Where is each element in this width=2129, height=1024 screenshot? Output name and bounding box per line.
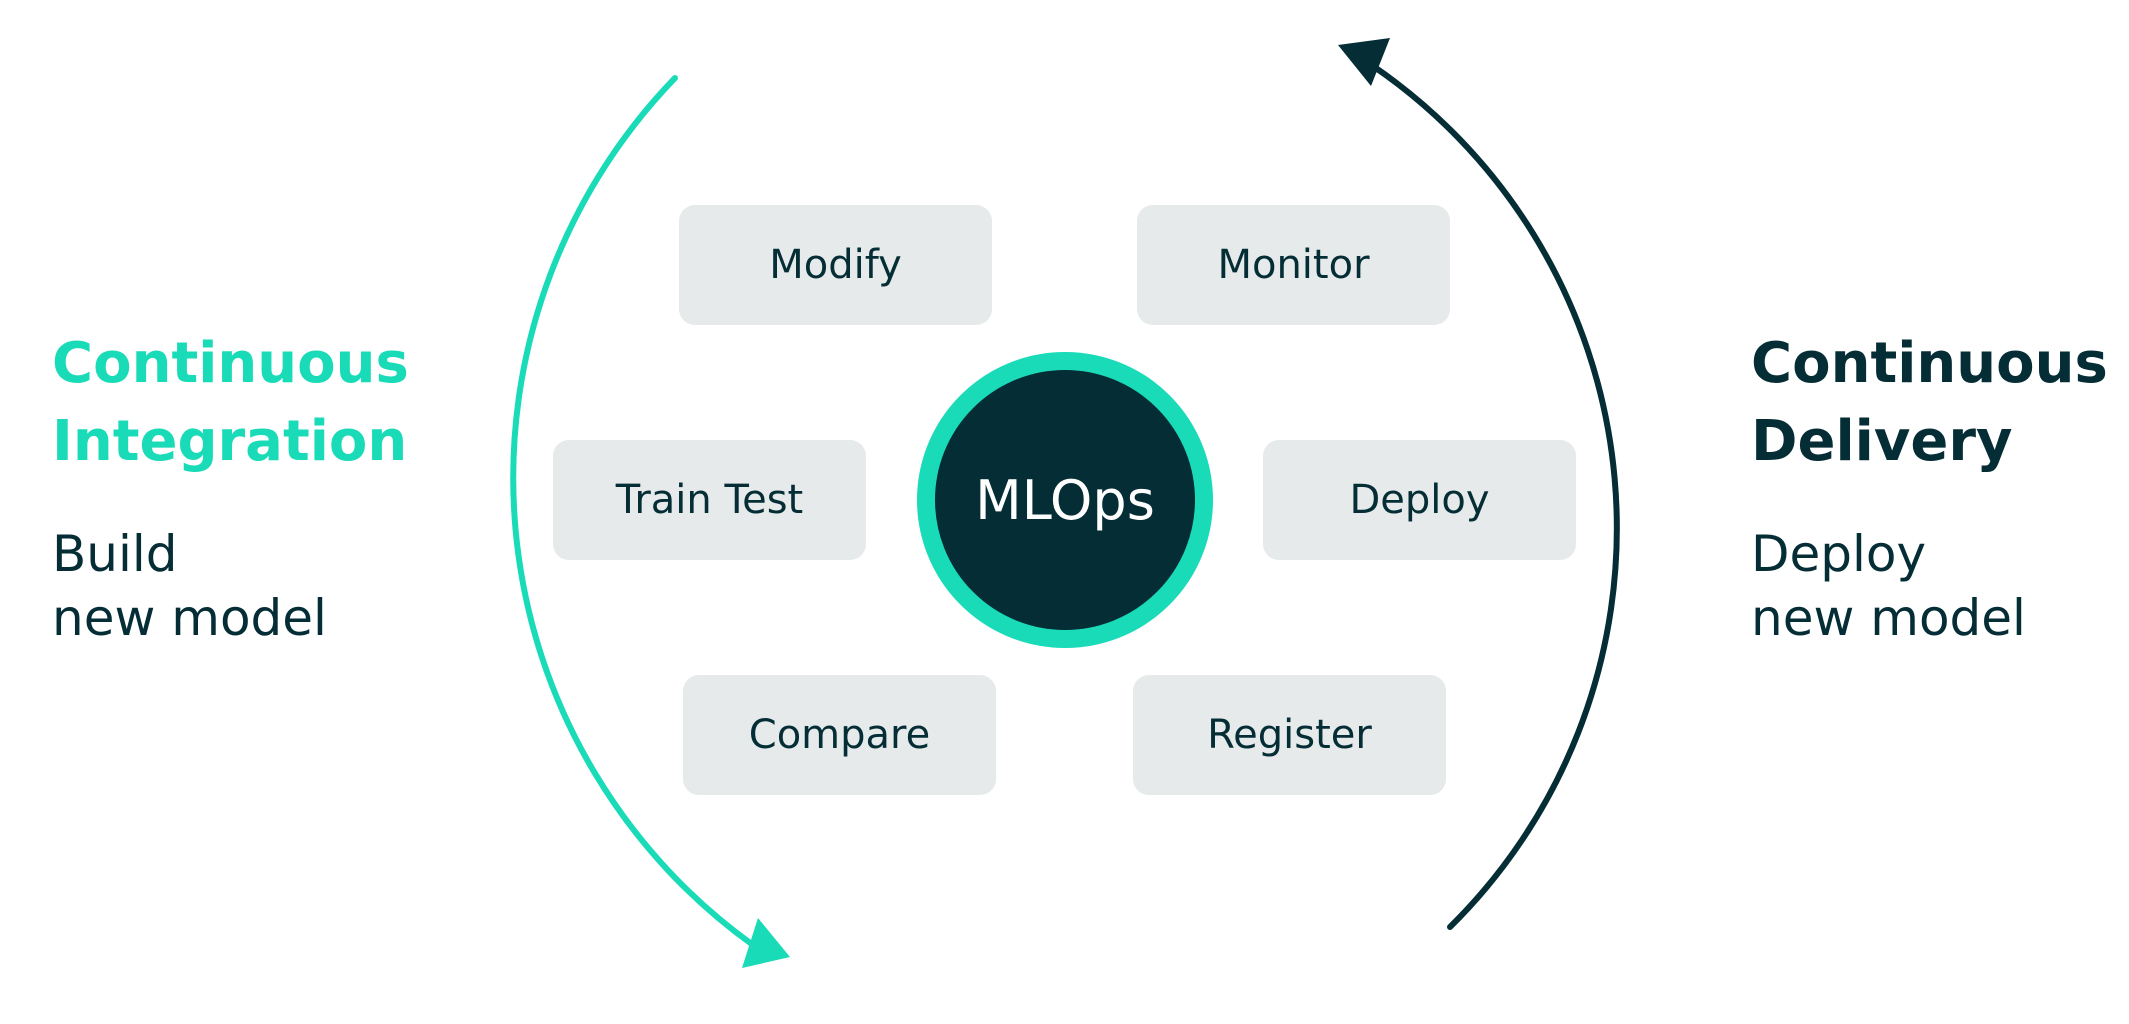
ci-title-line1: Continuous	[52, 331, 409, 396]
ci-sub-line1: Build	[52, 525, 178, 583]
step-compare: Compare	[683, 675, 996, 795]
step-train-test: Train Test	[553, 440, 866, 560]
step-register: Register	[1133, 675, 1446, 795]
ci-sub-line2: new model	[52, 589, 327, 647]
ci-subtitle: Build new model	[52, 522, 327, 650]
step-compare-label: Compare	[748, 712, 931, 758]
ci-arrowhead	[742, 918, 790, 968]
cd-title-line1: Continuous	[1751, 331, 2108, 396]
step-modify-label: Modify	[769, 242, 902, 288]
step-register-label: Register	[1207, 712, 1372, 758]
ci-arc-arrow	[510, 75, 756, 948]
cd-title-line2: Delivery	[1751, 409, 2013, 474]
step-modify: Modify	[679, 205, 992, 325]
cd-sub-line2: new model	[1751, 589, 2026, 647]
ci-title: Continuous Integration	[52, 325, 409, 481]
mlops-hub-circle: MLOps	[917, 352, 1213, 648]
cd-sub-line1: Deploy	[1751, 525, 1927, 583]
cd-arrowhead	[1338, 38, 1390, 86]
cd-title: Continuous Delivery	[1751, 325, 2108, 481]
step-monitor-label: Monitor	[1217, 242, 1370, 288]
cd-subtitle: Deploy new model	[1751, 522, 2026, 650]
mlops-hub-label: MLOps	[975, 468, 1155, 532]
step-train-test-label: Train Test	[615, 477, 804, 523]
step-deploy: Deploy	[1263, 440, 1576, 560]
step-deploy-label: Deploy	[1349, 477, 1490, 523]
ci-title-line2: Integration	[52, 409, 408, 474]
cd-arc-arrow	[1370, 63, 1620, 930]
step-monitor: Monitor	[1137, 205, 1450, 325]
